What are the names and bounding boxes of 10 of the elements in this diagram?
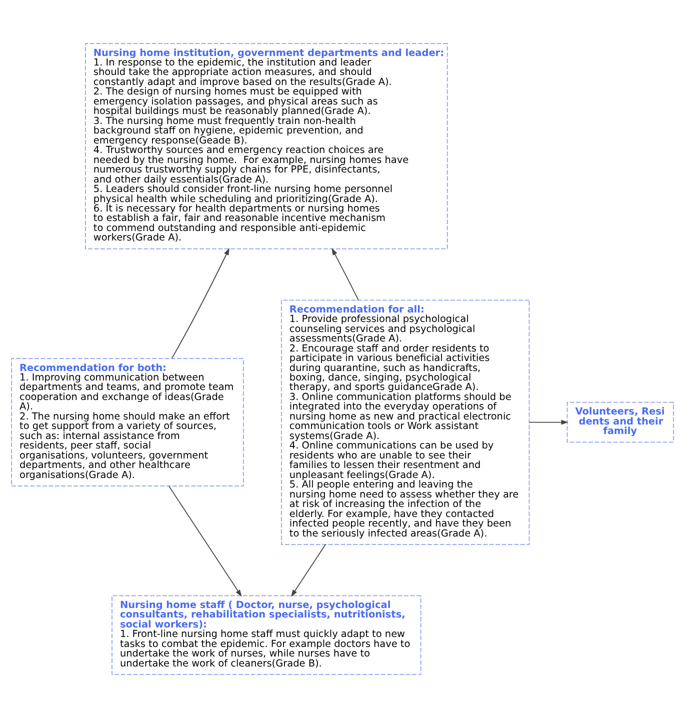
arrow — [291, 543, 326, 596]
node-box: Nursing home staff ( Doctor, nurse, psychological consultants, rehabilitation specialists, nutritionists, social workers): 1. Front-line nursing home staff must quickly adapt to new tasks to combat the epidemic. For example doctors have to undertake the work of nurses, while nurses have to undertake the work of cleaners(Grade B). — [112, 594, 422, 674]
arrow — [168, 485, 242, 596]
node-box: Recommendation for both: 1. Improving communication between departments and teams, and promote team cooperation and exchange of ideas(Grade A). 2. The nursing home should make an effort to get support from a variety of sources, such as: internal assistance from residents, peer staff, social organisations, volunteers, government departments, and other healthcare organisations(Grade A). — [11, 358, 244, 486]
node-box: Nursing home institution, government departments and leader: 1. In response to the epidemic, the institution and leader should take the appropriate action measures, and should constantly adapt and improve based on the results(Grade A). 2. The design of nursing homes must be equipped with emergency isolation passages, and physical areas such as hospital buildings must be reasonably planned(Grade A). 3. The nursing home must frequently train non-health background staff on hygiene, epidemic prevention, and emergency response(Geade B). 4. Trustworthy sources and emergency reaction choices are needed by the nursing home. For example, nursing homes have numerous trustworthy supply chains for PPE, disinfectants, and other daily essentials(Grade A). 5. Leaders should consider front-line nursing home personnel physical health while scheduling and prioritizing(Grade A). 6. It is necessary for health departments or nursing homes to establish a fair, fair and reasonable incentive mechanism to commend outstanding and responsible anti-epidemic workers(Grade A). — [85, 42, 448, 249]
arrow — [332, 248, 359, 300]
node-box: Recommendation for all: 1. Provide professional psychological counseling services and psychological assessments(Grade A). 2. Encourage staff and order residents to participate in various beneficial activities during quarantine, such as handicrafts, boxing, dance, singing, psychological therapy, and sports guidanceGrade A). 3. Online communication platforms should be integrated into the everyday operations of nursing home as new and practical electronic communication tools or Work assistant systems(Grade A). 4. Online communications can be used by residents who are unable to see their families to lessen their resentment and unpleasant feelings(Grade A). 5. All people entering and leaving the nursing home need to assess whether they are at risk of increasing the infection of the elderly. For example, have they contacted infected people recently, and have they been to the seriously infected areas(Grade A). — [281, 299, 530, 544]
arrow — [172, 248, 230, 358]
arrow — [528, 419, 568, 424]
node-box: Volunteers, Resi dents and their family — [566, 401, 674, 442]
